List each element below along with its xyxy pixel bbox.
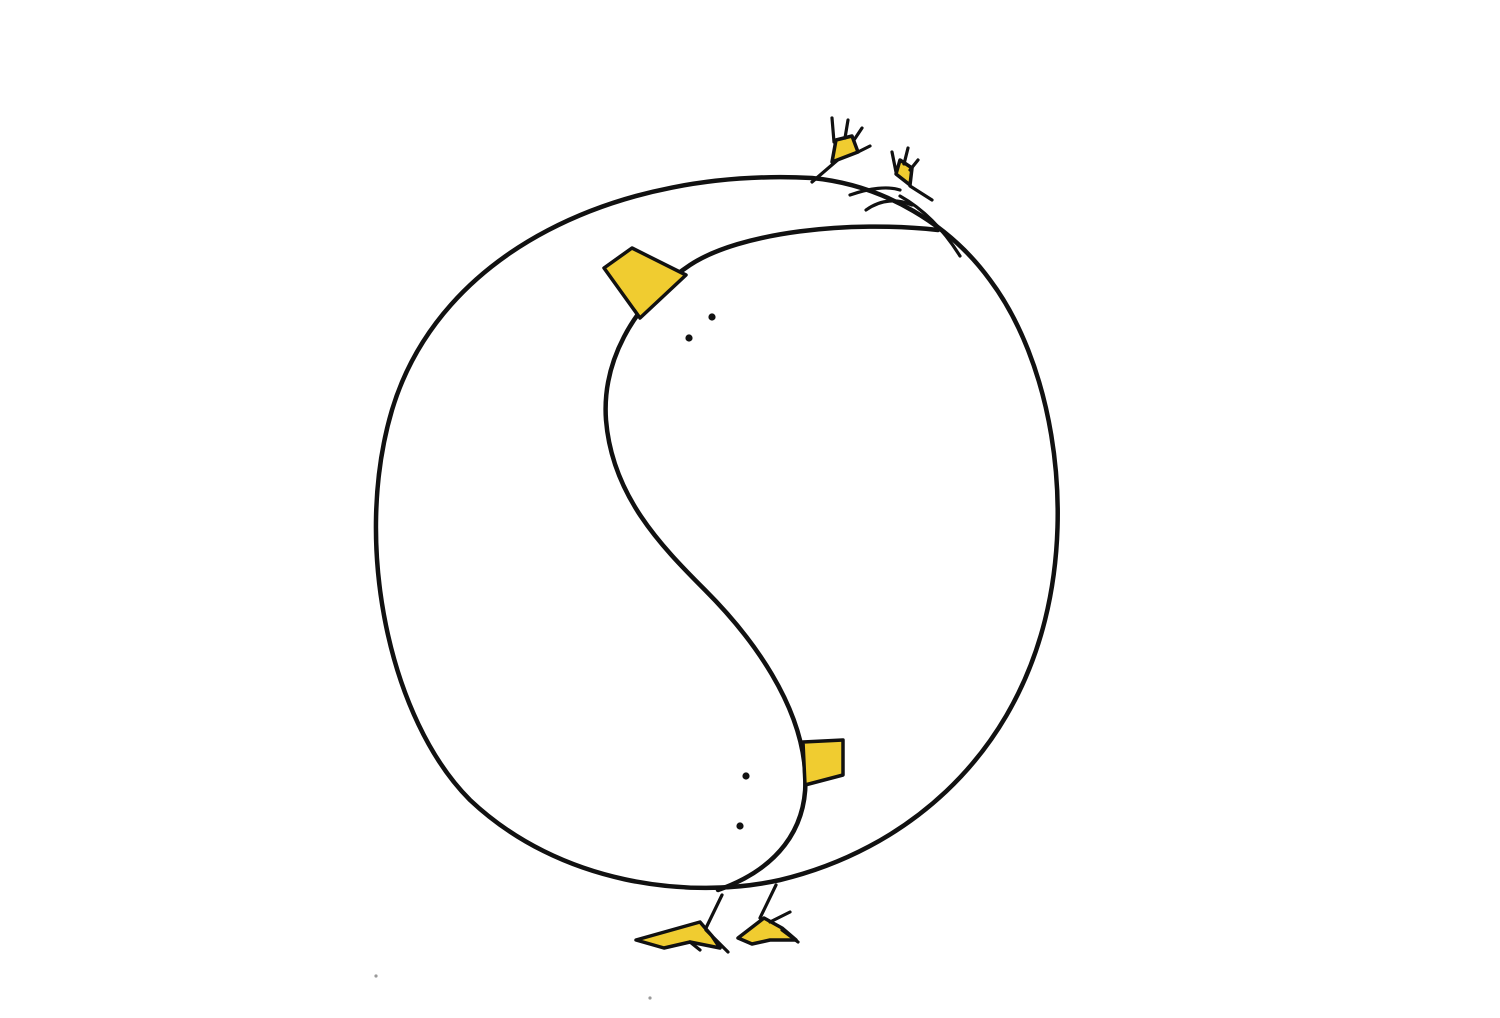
lower-leg xyxy=(703,893,724,932)
upper-foot xyxy=(830,134,860,164)
upper-eye-dot xyxy=(685,334,693,342)
lower-beak xyxy=(801,738,845,787)
outer-circle xyxy=(373,174,1060,891)
upper-toes xyxy=(830,116,872,154)
upper-toes xyxy=(890,146,934,202)
lower-eye-dot xyxy=(736,822,744,830)
upper-leg xyxy=(848,186,902,197)
upper-eye-dot xyxy=(708,313,716,321)
lower-eye-dot xyxy=(742,772,750,780)
upper-bird-feet xyxy=(810,116,962,258)
lower-foot xyxy=(634,920,722,950)
lower-bird-feet xyxy=(634,883,800,954)
lower-toes xyxy=(688,928,730,954)
upper-beak xyxy=(602,246,688,320)
speck xyxy=(648,996,652,1000)
upper-leg xyxy=(864,199,914,212)
lower-foot xyxy=(736,916,798,946)
speck xyxy=(374,974,378,978)
s-curve-bird-body xyxy=(603,224,941,893)
back-line xyxy=(898,194,962,258)
lower-leg xyxy=(758,883,778,920)
lower-toes xyxy=(768,910,800,944)
